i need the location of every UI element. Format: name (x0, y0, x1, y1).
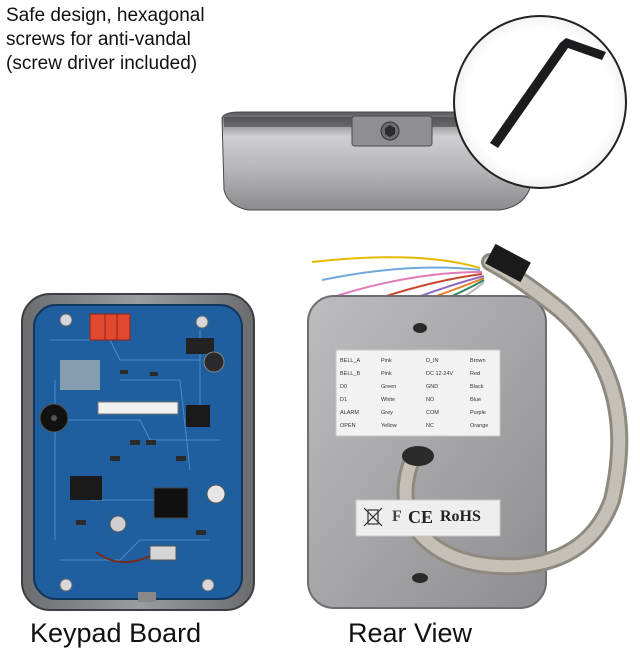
rear-view-photo (307, 243, 629, 609)
wiring-label (335, 349, 501, 437)
wire-color: Red (470, 371, 481, 377)
wire-name: D_IN (426, 358, 439, 364)
wire-color: Purple (470, 410, 486, 416)
keypad-board-label: Keypad Board (30, 618, 202, 648)
partial-mark: F (392, 508, 402, 525)
feature-caption: Safe design, hexagonal screws for anti-v… (6, 4, 306, 76)
rohs-mark: RoHS (440, 508, 481, 525)
wire-name: DC 12-24V (426, 371, 454, 377)
keypad-board-photo (21, 293, 255, 611)
crystal (70, 476, 102, 500)
ribbon-connector (97, 401, 179, 415)
caption-line-2: screws for anti-vandal (6, 29, 191, 50)
certification-sticker (355, 499, 501, 537)
wire-name: COM (426, 410, 439, 416)
wire-name: BELL_A (340, 358, 361, 364)
wire-color: Yellow (381, 423, 397, 429)
rear-view-label: Rear View (348, 618, 473, 648)
caption-line-1: Safe design, hexagonal (6, 5, 205, 26)
wire-name: ALARM (340, 410, 359, 416)
wire-name: NC (426, 423, 434, 429)
cable-grommet (402, 446, 434, 466)
wire-color: Brown (470, 358, 486, 364)
wire-name: OPEN (340, 423, 356, 429)
wire-color: Pink (381, 371, 392, 377)
wire-color: Green (381, 384, 397, 390)
hex-key-icon (490, 38, 606, 148)
wire-color: Pink (381, 358, 392, 364)
wire-name: GND (426, 384, 439, 390)
caption-line-3: (screw driver included) (6, 53, 198, 74)
wire-color: Grey (381, 410, 393, 416)
wire-color: White (381, 397, 396, 403)
wire-name: NO (426, 397, 435, 403)
weee-bin-icon (363, 507, 383, 527)
wire-name: D1 (340, 397, 348, 403)
microcontroller (153, 487, 189, 519)
ce-mark: CE (408, 507, 434, 527)
wire-name: D0 (340, 384, 348, 390)
terminal-block (89, 313, 131, 341)
wire-name: BELL_B (340, 371, 361, 377)
wire-color: Black (470, 384, 484, 390)
wire-color: Orange (470, 423, 489, 429)
hex-key-inset (453, 15, 627, 189)
wire-color: Blue (470, 397, 482, 403)
